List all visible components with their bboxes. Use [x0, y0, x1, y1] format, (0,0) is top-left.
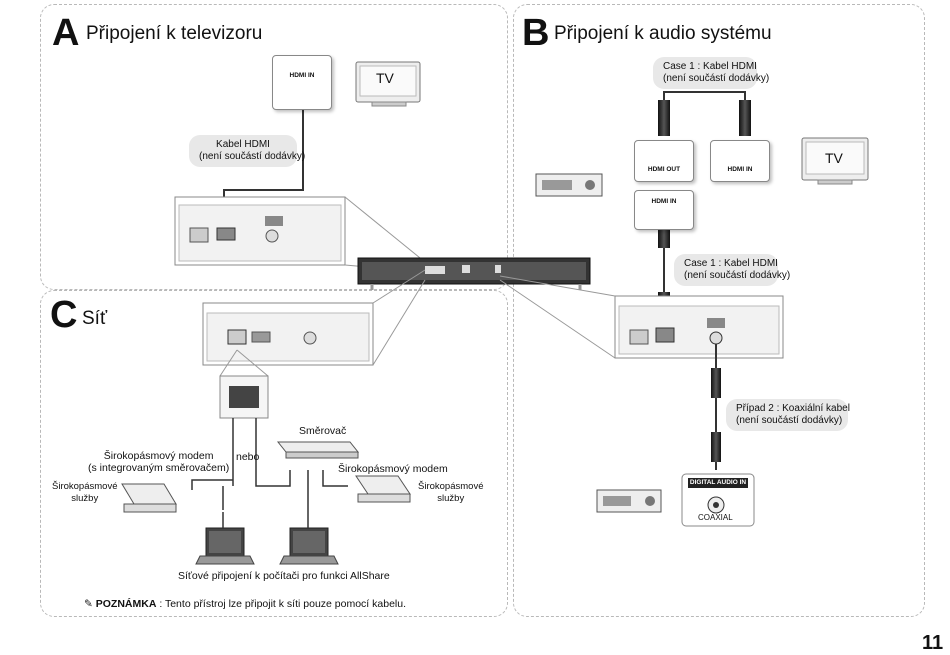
modem-icon: [355, 475, 411, 503]
panel-b: [513, 4, 925, 617]
router-label: Směrovač: [299, 425, 347, 437]
note: ✎ POZNÁMKA : Tento přístroj lze připojit…: [84, 598, 406, 610]
coaxial-label: COAXIAL: [698, 513, 733, 522]
case1-top-label: Case 1 : Kabel HDMI (není součástí dodáv…: [653, 57, 769, 89]
hdmi-cable-case1-top: [658, 91, 751, 136]
page-number: 11: [922, 632, 944, 654]
note-icon: ✎: [84, 598, 93, 610]
case2-label: Případ 2 : Koaxiální kabel (není součást…: [726, 399, 850, 431]
pc-caption: Síťové připojení k počítači pro funkci A…: [178, 570, 390, 582]
hdmi-in-label-a: HDMI IN: [289, 72, 315, 79]
player-panel-a: [174, 196, 346, 266]
av-receiver-b-icon: [535, 173, 603, 197]
hdmi-in-box-a: [272, 55, 332, 110]
section-a-letter: A: [52, 12, 79, 54]
section-c-letter: C: [50, 294, 77, 336]
router-icon: [276, 441, 360, 459]
tv-a-label: TV: [376, 70, 394, 86]
hdmi-out-label: HDMI OUT: [647, 166, 681, 173]
player-panel-b: [614, 295, 784, 359]
note-prefix: POZNÁMKA: [95, 598, 157, 610]
section-c-title: Síť: [82, 308, 108, 329]
hdmi-in-box-b: [710, 140, 770, 182]
hdmi-in-label-b: HDMI IN: [727, 166, 753, 173]
modem-integrated-label: Širokopásmový modem (s integrovaným směr…: [88, 450, 230, 474]
tv-b-icon: [801, 137, 869, 185]
hdmi-in-label-c: HDMI IN: [651, 198, 677, 205]
panel-a: [40, 4, 508, 290]
section-a-title: Připojení k televizoru: [86, 23, 263, 44]
digital-audio-in-label: DIGITAL AUDIO IN: [689, 479, 747, 486]
modem-label: Širokopásmový modem: [338, 463, 448, 475]
note-text: : Tento přístroj lze připojit k síti pou…: [156, 598, 407, 610]
coaxial-cable: [711, 344, 721, 470]
modem-integrated-icon: [121, 483, 177, 513]
panel-c: [40, 290, 508, 617]
tv-b-label: TV: [825, 150, 843, 166]
case1-mid-label: Case 1 : Kabel HDMI (není součástí dodáv…: [674, 254, 790, 286]
hdmi-out-box: [634, 140, 694, 182]
av-receiver-b2-icon: [596, 489, 662, 513]
section-b-title: Připojení k audio systému: [554, 23, 772, 44]
laptop-left-icon: [195, 527, 255, 565]
services-left-label: Širokopásmové služby: [52, 481, 118, 504]
cable-hdmi-label: Kabel HDMI (není součástí dodávky): [189, 135, 305, 167]
player-panel-c: [202, 302, 374, 366]
digital-audio-in-panel: [681, 473, 755, 527]
services-right-label: Širokopásmové služby: [418, 481, 484, 504]
section-b-letter: B: [522, 12, 549, 54]
or-label: nebo: [236, 451, 260, 463]
bluray-player: [357, 257, 591, 290]
laptop-right-icon: [279, 527, 339, 565]
lan-port-zoom: [219, 349, 269, 419]
tv-a-icon: [355, 61, 421, 107]
hdmi-in-box-c: [634, 190, 694, 230]
